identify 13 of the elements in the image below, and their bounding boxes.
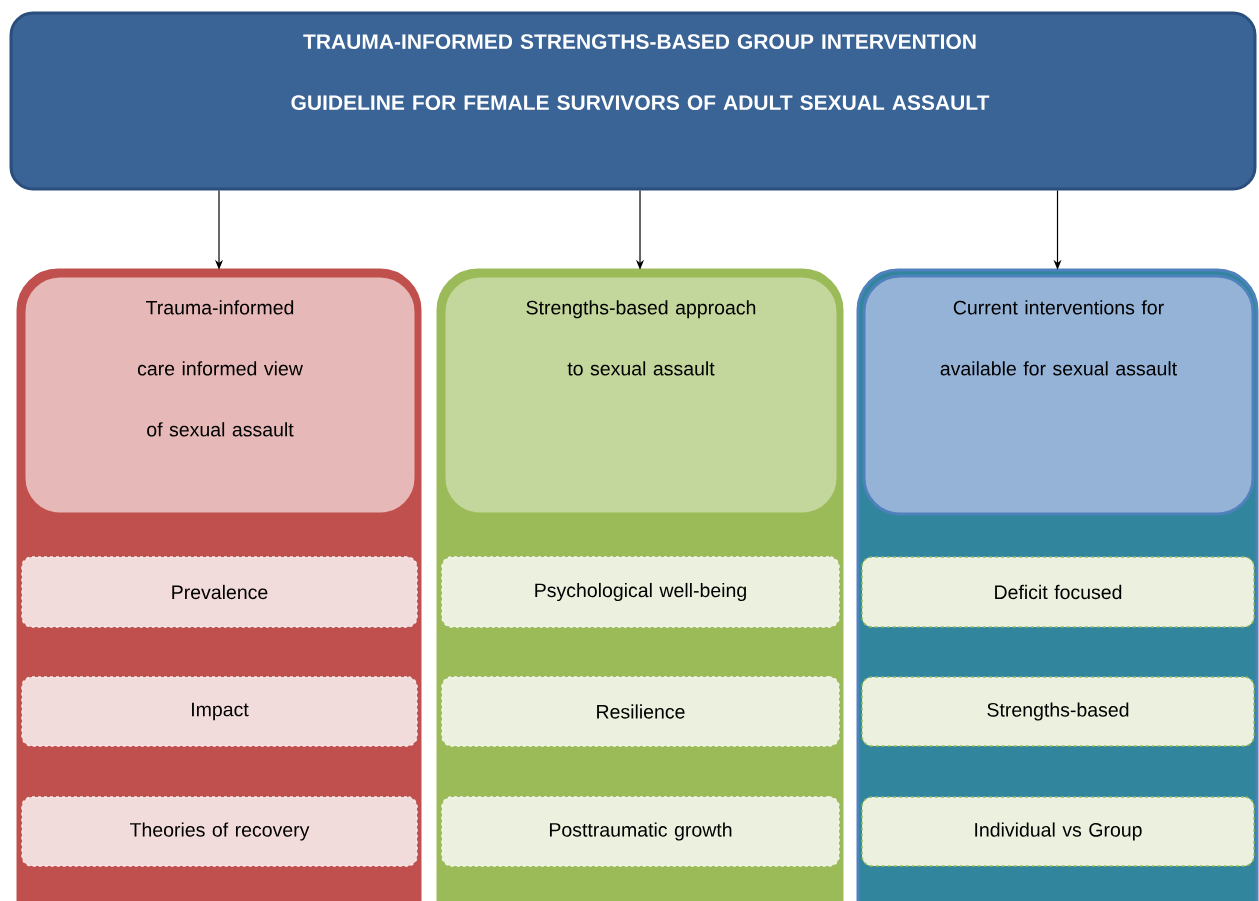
topic-box: Impact [21,676,418,747]
topic-box: Resilience [441,676,840,747]
topic-box: Psychological well-being [441,556,840,628]
topic-box: Individual vs Group [861,796,1255,867]
header-box: Current interventions for available for sexual assault [862,274,1255,516]
topic-box: Posttraumatic growth [441,796,840,867]
header-box: Strengths-based approach to sexual assault [442,274,840,516]
topic-box: Strengths-based [861,676,1255,747]
header-box: Trauma-informed care informed view of sexual assault [22,274,418,516]
title-box: TRAUMA-INFORMED STRENGTHS-BASED GROUP INTERVENTION GUIDELINE FOR FEMALE SURVIVORS OF ADULT SEXUAL ASSAULT [9,11,1257,191]
topic-box: Theories of recovery [21,796,418,867]
topic-box: Deficit focused [861,556,1255,628]
topic-box: Prevalence [21,556,418,628]
